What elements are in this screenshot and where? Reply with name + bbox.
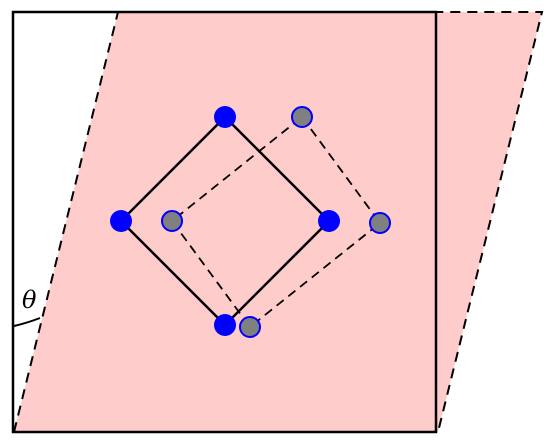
shear-angle-arc (13, 317, 41, 327)
sheared-region-dashed-outline (13, 11, 544, 433)
lattice-site-displaced-bottom (239, 316, 261, 338)
lattice-site-original-top (214, 106, 236, 128)
shear-angle-label: θ (22, 286, 37, 314)
simulation-box-frame (11, 10, 438, 434)
displaced-cell-outline (170, 115, 382, 329)
lattice-site-original-right (318, 210, 340, 232)
lattice-site-displaced-left (161, 210, 183, 232)
lattice-site-displaced-right (369, 212, 391, 234)
lattice-site-displaced-top (291, 106, 313, 128)
lattice-site-original-left (110, 210, 132, 232)
lattice-site-original-bottom (214, 314, 236, 336)
sheared-region (14, 12, 542, 432)
